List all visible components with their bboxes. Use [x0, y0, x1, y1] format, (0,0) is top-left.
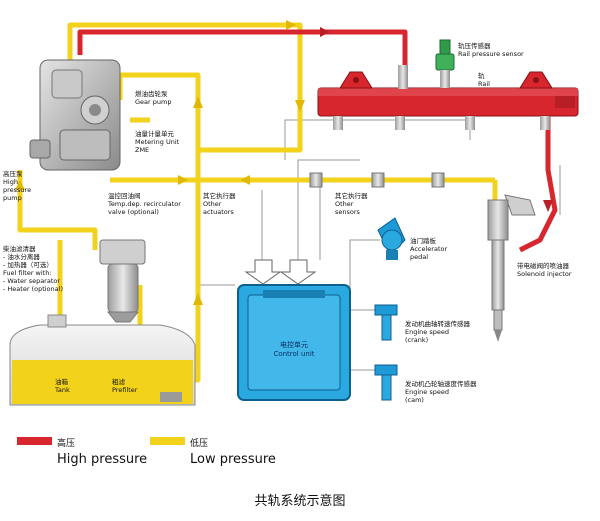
crank-speed-sensor — [374, 304, 398, 341]
legend-high-swatch — [17, 437, 52, 445]
ecu-input-arrows — [244, 259, 317, 285]
high-pressure-lines — [77, 29, 558, 253]
legend-low-cn: 低压 — [190, 439, 209, 449]
high-pressure-pump — [29, 59, 121, 171]
rail-pressure-sensor — [435, 39, 455, 88]
legend-low-en: Low pressure — [190, 452, 276, 467]
arrow-icon — [295, 100, 305, 112]
accelerator-pedal — [377, 217, 406, 260]
flow-arrows — [15, 20, 553, 305]
caption: 共轨系统示意图 — [254, 494, 346, 509]
solenoid-injector — [487, 194, 536, 342]
other-sensors-parts — [309, 172, 445, 188]
arrow-icon — [543, 200, 553, 212]
cam-speed-sensor — [374, 364, 398, 401]
arrow-icon — [15, 180, 25, 190]
label-fuel-filter: 柴油滤清器- 油水分离器- 加热器（可选）Fuel filter with:- … — [3, 245, 63, 293]
signal-lines — [199, 119, 561, 371]
arrow-icon — [193, 293, 203, 305]
fuel-tank — [9, 314, 196, 406]
legend-high-cn: 高压 — [57, 439, 76, 449]
arrow-icon — [240, 175, 250, 185]
arrow-icon — [320, 27, 330, 37]
legend-high-en: High pressure — [57, 452, 148, 467]
legend-low-swatch — [150, 437, 185, 445]
fuel-filter — [99, 239, 146, 323]
control-unit — [237, 284, 351, 401]
label-control-unit: 电控单元 Control unit — [273, 341, 315, 358]
rail — [317, 65, 579, 130]
arrow-icon — [286, 20, 296, 30]
arrow-icon — [178, 175, 188, 185]
arrow-icon — [193, 96, 203, 108]
